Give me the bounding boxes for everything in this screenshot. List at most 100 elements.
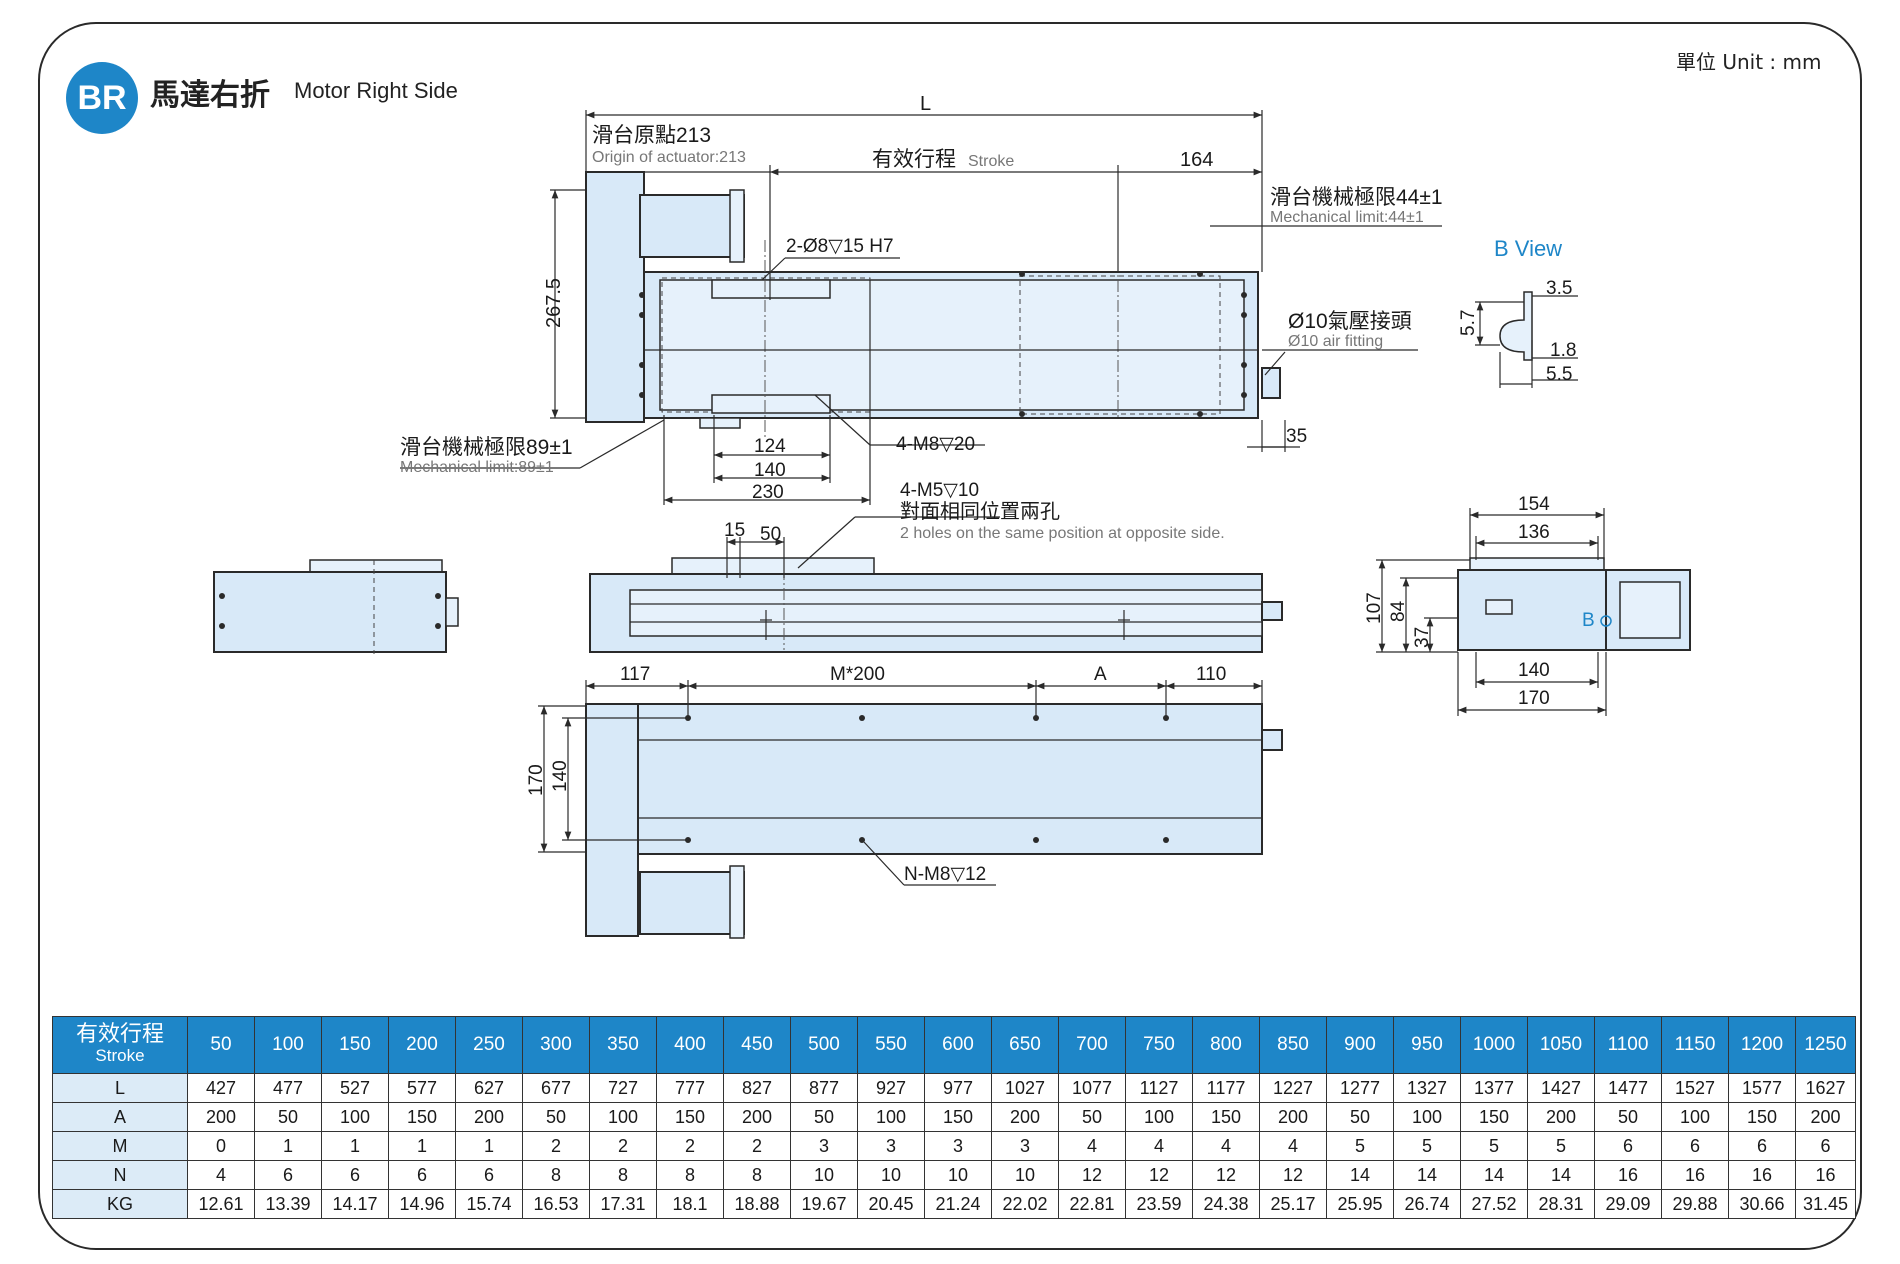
table-cell: 16 [1795,1160,1856,1190]
dim-140-bottom: 140 [550,760,571,792]
table-cell: 25.17 [1259,1189,1327,1219]
origin-label-en: Origin of actuator:213 [592,149,746,166]
stroke-col-1250: 1250 [1795,1016,1856,1074]
table-cell: 427 [187,1073,255,1103]
stroke-col-450: 450 [723,1016,791,1074]
dim-267-5: 267.5 [543,278,565,328]
table-cell: 18.88 [723,1189,791,1219]
table-cell: 727 [589,1073,657,1103]
table-cell: 8 [723,1160,791,1190]
table-cell: 977 [924,1073,992,1103]
technical-drawing: L 滑台原點213 Origin of actuator:213 有效行程 St… [213,93,1691,939]
table-cell: 150 [1460,1102,1528,1132]
hole-2-label: 2-Ø8▽15 H7 [786,236,894,257]
b-view-title: B View [1494,236,1562,261]
table-cell: 15.74 [455,1189,523,1219]
table-cell: 4 [1125,1131,1193,1161]
table-cell: 1577 [1728,1073,1796,1103]
table-cell: 25.95 [1326,1189,1394,1219]
stroke-col-200: 200 [388,1016,456,1074]
stroke-col-750: 750 [1125,1016,1193,1074]
table-cell: 30.66 [1728,1189,1796,1219]
dim-5-5: 5.5 [1546,364,1572,385]
table-cell: 1527 [1661,1073,1729,1103]
table-cell: 10 [790,1160,858,1190]
table-cell: 1 [254,1131,322,1161]
stroke-col-700: 700 [1058,1016,1126,1074]
table-cell: 6 [1795,1131,1856,1161]
table-cell: 29.88 [1661,1189,1729,1219]
table-cell: 16 [1661,1160,1729,1190]
mech-limit-44-zh: 滑台機械極限44±1 [1270,186,1443,209]
table-cell: 1477 [1594,1073,1662,1103]
table-cell: 3 [790,1131,858,1161]
table-cell: 1427 [1527,1073,1595,1103]
dim-124: 124 [754,436,786,457]
stroke-col-1200: 1200 [1728,1016,1796,1074]
dim-107: 107 [1364,592,1385,624]
table-cell: 1 [321,1131,389,1161]
mech-limit-89-zh: 滑台機械極限89±1 [400,436,573,459]
table-cell: 627 [455,1073,523,1103]
title-chinese: 馬達右折 [150,78,270,113]
table-cell: 777 [656,1073,724,1103]
stroke-col-650: 650 [991,1016,1059,1074]
table-cell: 150 [388,1102,456,1132]
table-cell: 50 [254,1102,322,1132]
dim-L: L [920,93,931,115]
table-cell: 150 [1728,1102,1796,1132]
row-label: N [52,1160,188,1190]
table-cell: 4 [1259,1131,1327,1161]
table-cell: 100 [1661,1102,1729,1132]
m8-20-label: 4-M8▽20 [896,434,975,455]
stroke-col-400: 400 [656,1016,724,1074]
dim-136: 136 [1518,522,1550,543]
table-cell: 1127 [1125,1073,1193,1103]
dim-110: 110 [1196,664,1226,685]
table-cell: 200 [1259,1102,1327,1132]
table-cell: 1277 [1326,1073,1394,1103]
table-cell: 1377 [1460,1073,1528,1103]
dim-m200: M*200 [830,664,885,685]
table-cell: 50 [1326,1102,1394,1132]
opposite-holes-zh: 對面相同位置兩孔 [900,500,1060,523]
table-cell: 50 [522,1102,590,1132]
right-end-view [1376,508,1691,716]
table-cell: 31.45 [1795,1189,1856,1219]
table-cell: 26.74 [1393,1189,1461,1219]
table-cell: 16.53 [522,1189,590,1219]
table-cell: 18.1 [656,1189,724,1219]
stroke-col-1050: 1050 [1527,1016,1595,1074]
model-badge: BR [66,62,138,134]
table-cell: 14 [1326,1160,1394,1190]
stroke-label-zh: 有效行程 [872,148,956,171]
table-cell: 28.31 [1527,1189,1595,1219]
table-cell: 927 [857,1073,925,1103]
row-label: L [52,1073,188,1103]
table-cell: 200 [723,1102,791,1132]
stroke-col-800: 800 [1192,1016,1260,1074]
row-label: M [52,1131,188,1161]
stroke-col-150: 150 [321,1016,389,1074]
unit-label: 單位 Unit : mm [1676,50,1822,74]
m5-10-label: 4-M5▽10 [900,480,979,501]
table-cell: 5 [1326,1131,1394,1161]
stroke-col-250: 250 [455,1016,523,1074]
table-cell: 8 [589,1160,657,1190]
table-cell: 577 [388,1073,456,1103]
dim-35: 35 [1286,426,1307,447]
table-cell: 16 [1728,1160,1796,1190]
b-marker: B [1582,610,1595,631]
mech-limit-44-en: Mechanical limit:44±1 [1270,209,1424,226]
table-cell: 200 [455,1102,523,1132]
dim-117: 117 [620,664,650,685]
stroke-col-950: 950 [1393,1016,1461,1074]
dim-140-end: 140 [1518,660,1550,681]
left-end-view [213,559,459,654]
stroke-col-900: 900 [1326,1016,1394,1074]
table-cell: 14 [1527,1160,1595,1190]
opposite-holes-en: 2 holes on the same position at opposite… [900,525,1225,542]
mech-limit-89-en: Mechanical limit:89±1 [400,459,554,476]
table-cell: 6 [254,1160,322,1190]
